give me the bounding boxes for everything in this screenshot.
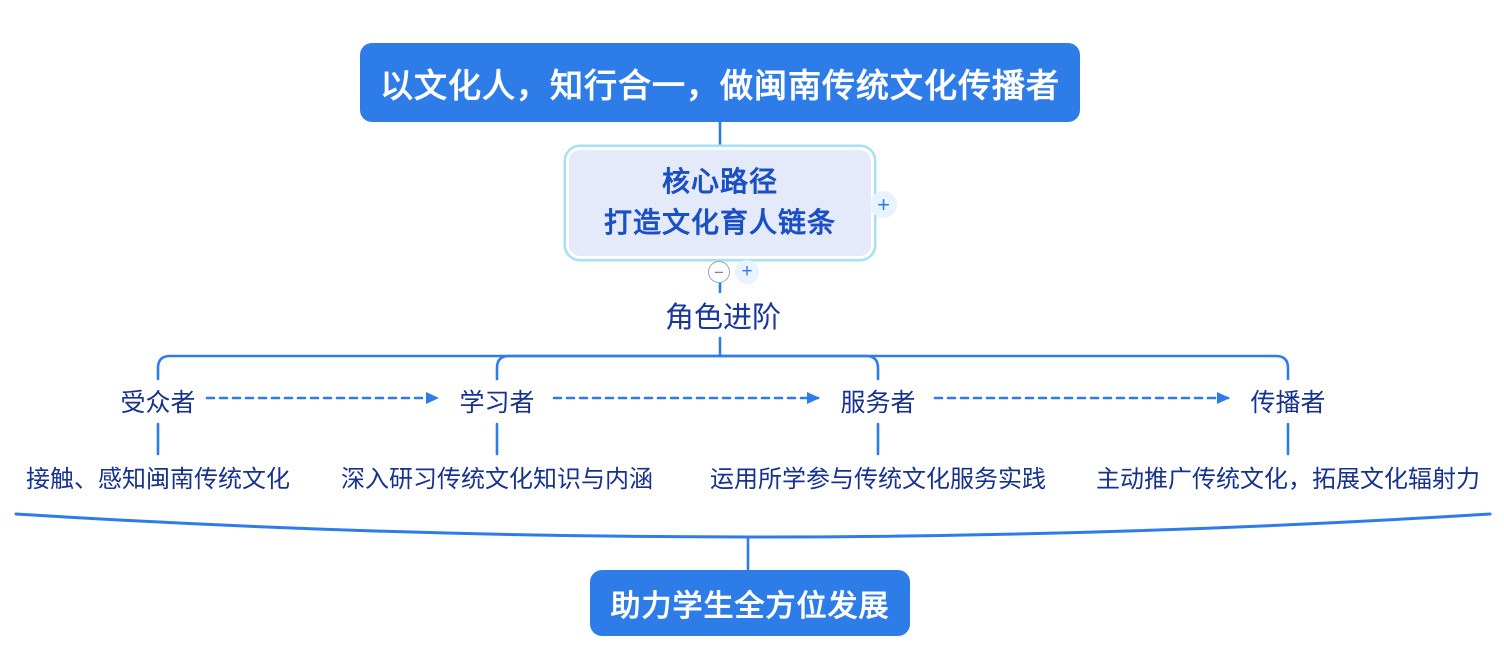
stage-node-2[interactable]: 学习者 xyxy=(459,389,535,417)
outcome-node[interactable]: 助力学生全方位发展 xyxy=(590,570,910,636)
edge-branch-stage1 xyxy=(156,354,722,381)
core-node[interactable]: 核心路径 打造文化育人链条 xyxy=(566,147,874,259)
plus-icon: + xyxy=(877,191,890,217)
core-node-line2: 打造文化育人链条 xyxy=(603,207,836,238)
branch-node-role-progression[interactable]: 角色进阶 xyxy=(664,302,782,334)
outcome-node-label: 助力学生全方位发展 xyxy=(610,590,890,623)
edge-branch-stage3 xyxy=(718,354,880,381)
brace-curve xyxy=(14,512,1492,539)
edge-branch-stage4 xyxy=(718,354,1290,381)
collapse-button[interactable]: − xyxy=(708,261,730,283)
stage-desc-3[interactable]: 运用所学参与传统文化服务实践 xyxy=(710,466,1046,493)
plus-icon: + xyxy=(741,261,753,282)
edge-branch-stage2 xyxy=(495,354,722,381)
root-node[interactable]: 以文化人，知行合一，做闽南传统文化传播者 xyxy=(360,43,1080,122)
root-node-label: 以文化人，知行合一，做闽南传统文化传播者 xyxy=(380,66,1060,104)
minus-icon: − xyxy=(714,262,724,282)
add-child-button[interactable]: + xyxy=(735,260,759,284)
core-node-line1: 核心路径 xyxy=(661,166,778,198)
stage-desc-1[interactable]: 接触、感知闽南传统文化 xyxy=(26,466,290,493)
stage-desc-2[interactable]: 深入研习传统文化知识与内涵 xyxy=(341,466,653,493)
add-sibling-button[interactable]: + xyxy=(870,191,897,218)
stage-node-4[interactable]: 传播者 xyxy=(1250,389,1326,417)
stage-node-1[interactable]: 受众者 xyxy=(120,389,196,417)
stage-desc-4[interactable]: 主动推广传统文化，拓展文化辐射力 xyxy=(1096,466,1480,493)
stage-node-3[interactable]: 服务者 xyxy=(840,389,916,417)
